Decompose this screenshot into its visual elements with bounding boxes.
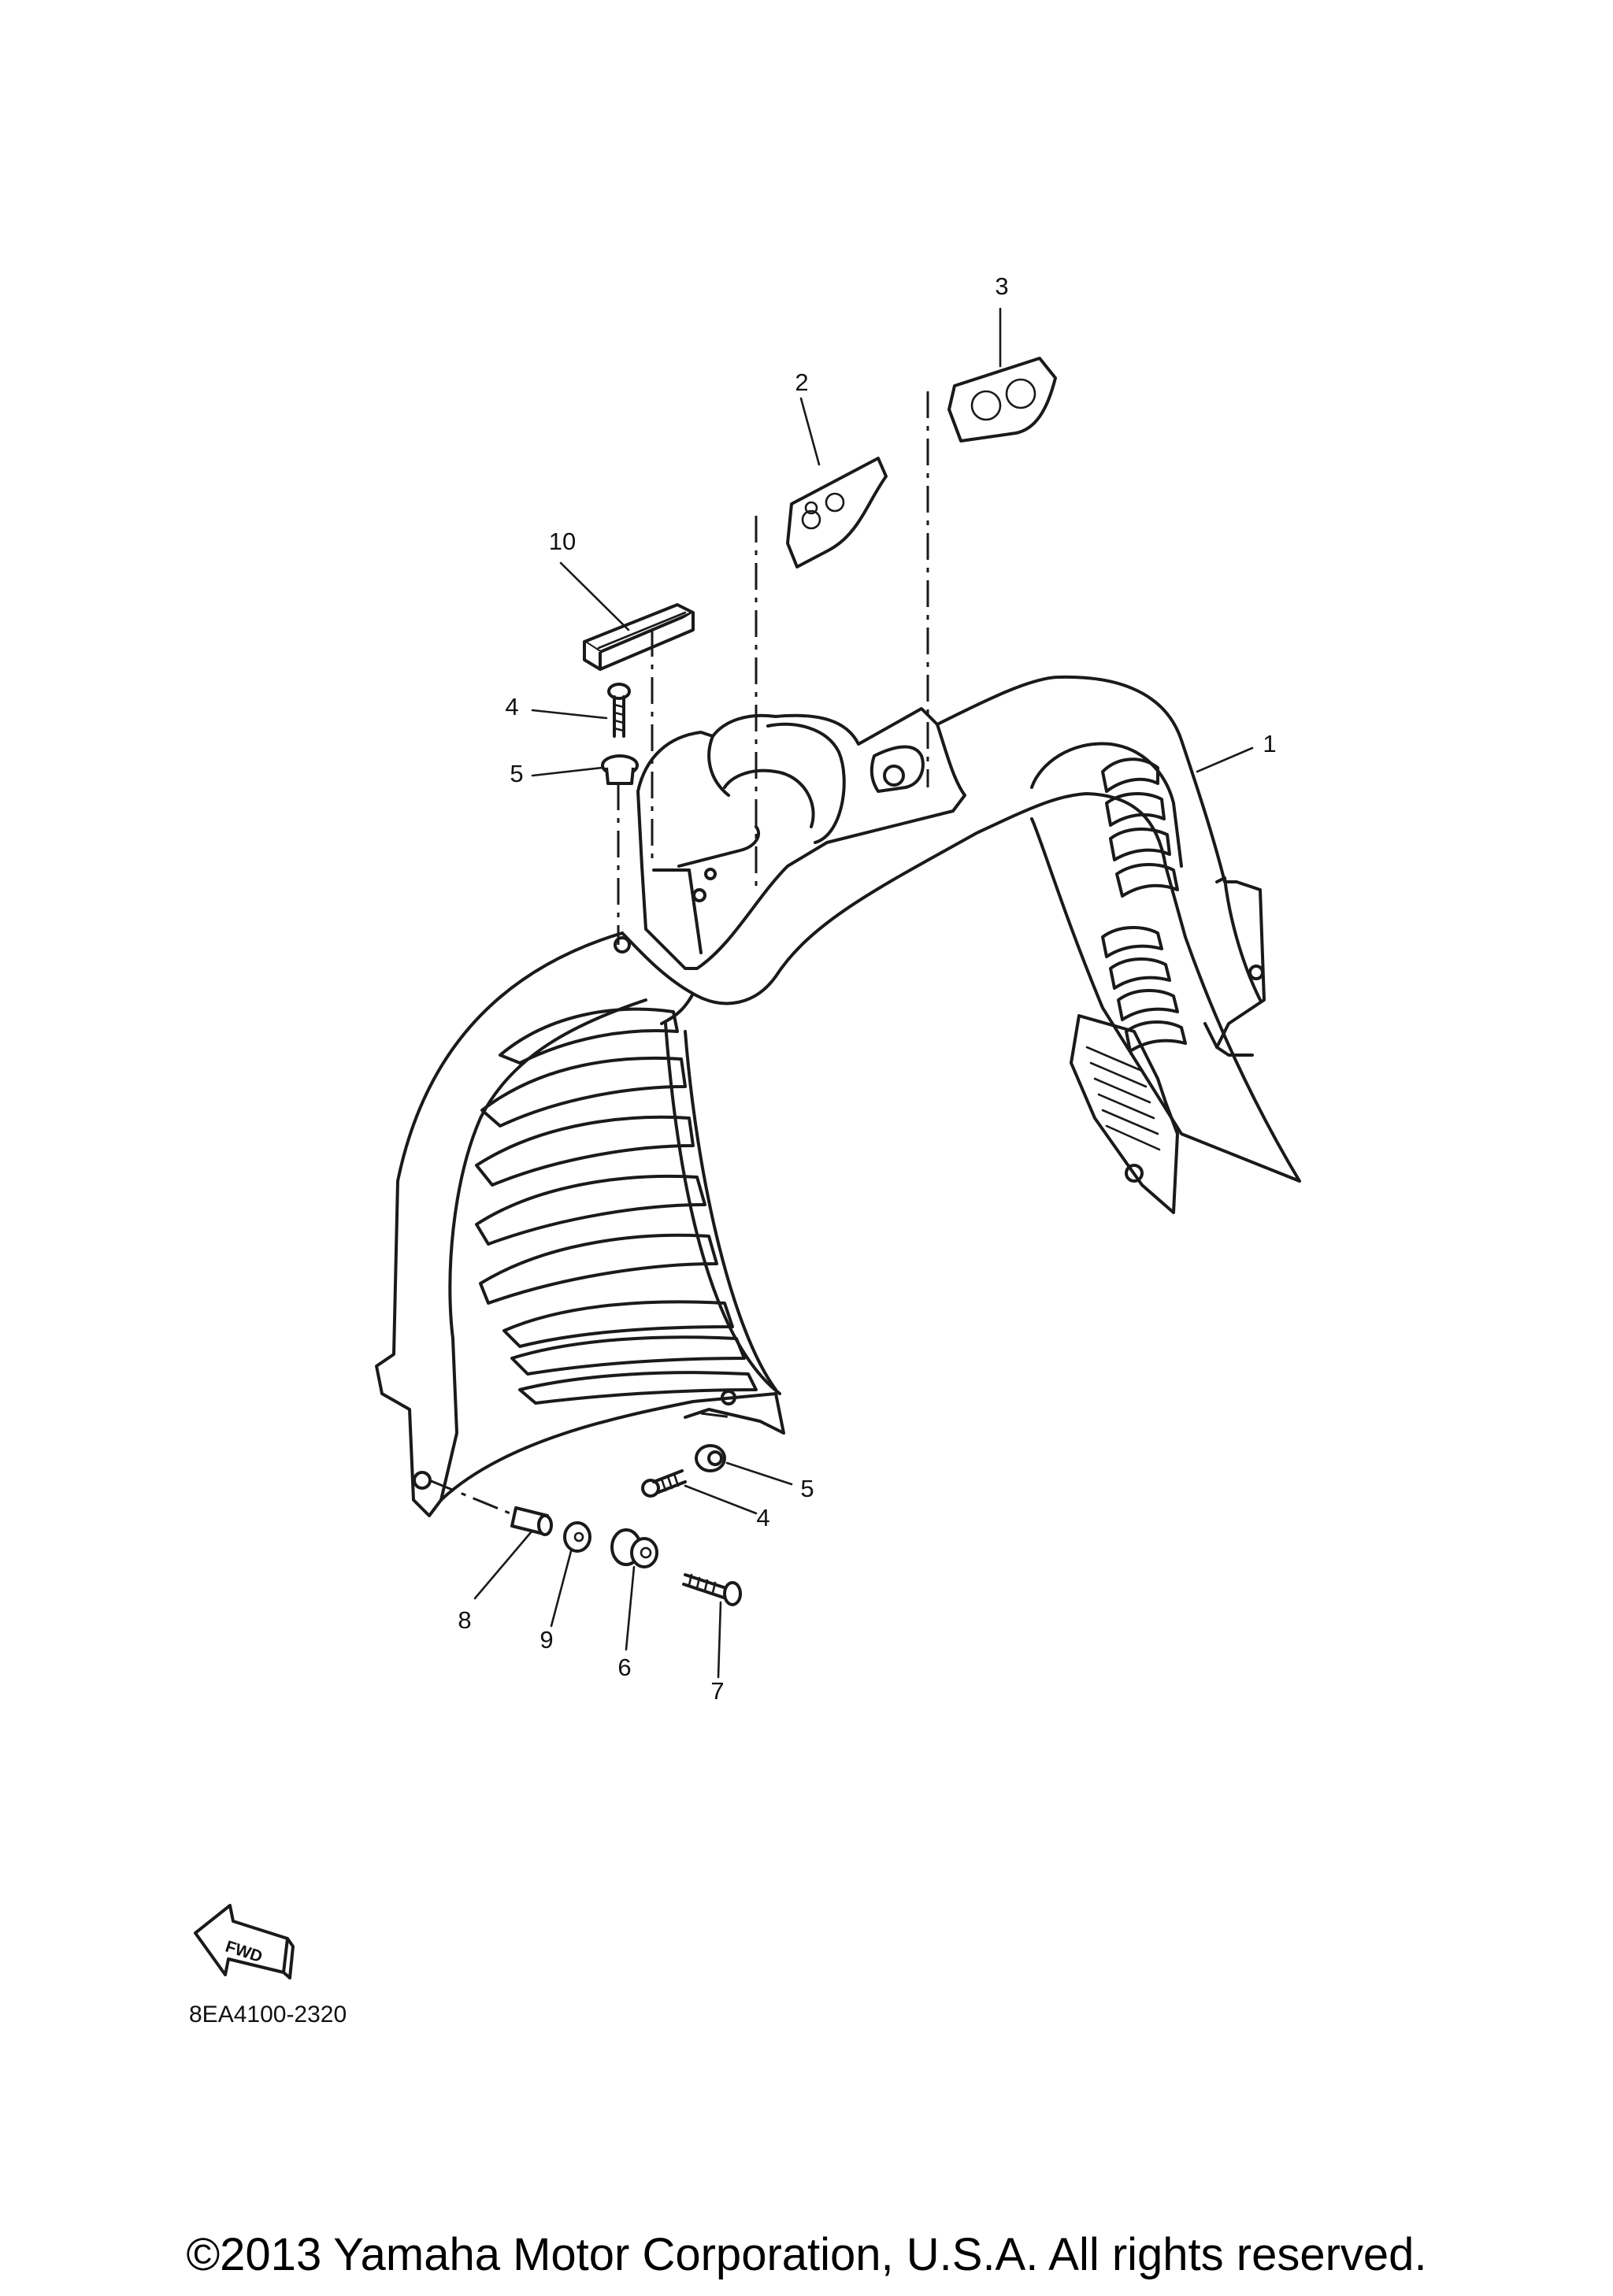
callout-5-upper: 5: [510, 760, 523, 787]
fwd-arrow-icon: FWD: [194, 1904, 295, 1979]
callout-6: 6: [617, 1653, 631, 1681]
part-5-grommet-lower-drawing: [695, 1444, 726, 1472]
callout-4-lower: 4: [756, 1504, 769, 1531]
leader-lines: [473, 307, 1254, 1679]
callout-1: 1: [1263, 730, 1276, 757]
part-2-plate-drawing: [786, 457, 888, 568]
callout-4-upper: 4: [505, 693, 518, 720]
part-7-bolt-drawing: [682, 1573, 742, 1606]
part-3-plate-drawing: [947, 357, 1057, 443]
callout-2: 2: [795, 368, 808, 396]
copyright-footer: ©2013 Yamaha Motor Corporation, U.S.A. A…: [186, 2229, 1427, 2280]
part-6-damper-drawing: [610, 1528, 658, 1568]
part-code: 8EA4100-2320: [189, 2002, 347, 2028]
part-4-bolt-upper-drawing: [607, 683, 631, 738]
part-8-collar-drawing: [510, 1506, 553, 1536]
callout-9: 9: [540, 1626, 553, 1653]
callout-3: 3: [995, 272, 1008, 300]
part-4-bolt-lower-drawing: [641, 1469, 687, 1498]
assembly-lines: [428, 391, 929, 1517]
part-1-cowling-drawing: [375, 675, 1301, 1517]
callout-7: 7: [710, 1677, 724, 1705]
callout-8: 8: [458, 1606, 471, 1634]
part-9-washer-drawing: [563, 1521, 591, 1553]
part-10-strip-drawing: [583, 603, 695, 671]
callout-10: 10: [549, 528, 576, 555]
part-5-grommet-upper-drawing: [601, 754, 639, 785]
callout-5-lower: 5: [800, 1475, 814, 1502]
callout-labels: 1 2 3 4 5 10 5 4 8 9 6 7: [458, 272, 1276, 1705]
